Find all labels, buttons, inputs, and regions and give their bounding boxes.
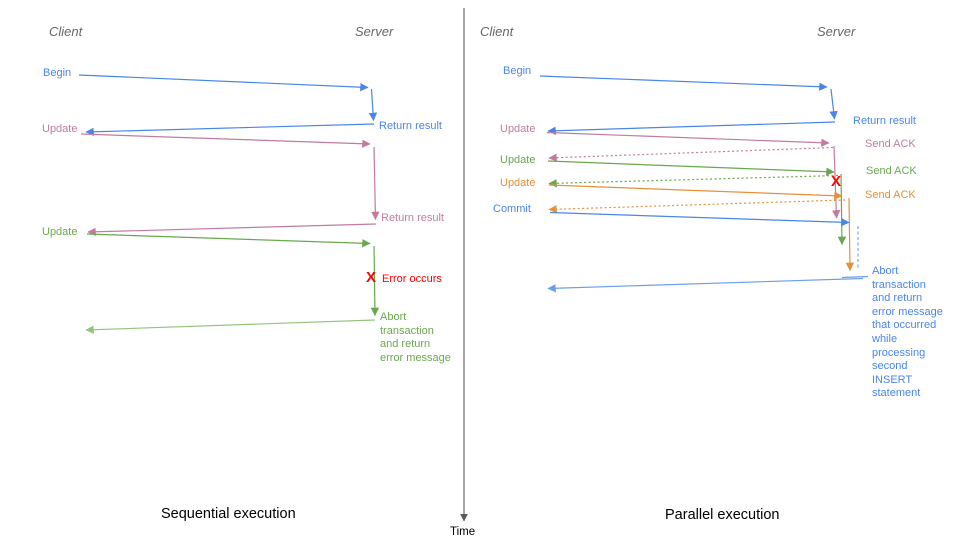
right-return-result-arrow	[547, 121, 836, 135]
right-error-x-icon: X	[831, 173, 842, 190]
right-update-3-request-arrow	[548, 184, 843, 200]
right-update-1-label: Update	[500, 123, 536, 135]
left-server-header: Server	[355, 24, 394, 39]
left-update-1-label: Update	[42, 123, 78, 135]
right-send-ack-2-label: Send ACK	[866, 165, 917, 177]
left-update-1-request-arrow	[80, 133, 371, 148]
left-return-result-2-arrow	[87, 223, 377, 236]
left-abort-label: Abort transaction and return error messa…	[380, 311, 451, 364]
time-axis-label: Time	[450, 526, 476, 538]
left-return-result-1-label: Return result	[379, 120, 442, 132]
right-client-header: Client	[480, 24, 514, 39]
right-begin-request-arrow	[539, 75, 828, 91]
left-begin-label: Begin	[43, 67, 72, 79]
left-update-1-processing-line	[371, 146, 380, 221]
left-panel-title: Sequential execution	[161, 506, 296, 522]
right-update-2-label: Update	[500, 154, 536, 166]
right-abort-baseline	[841, 275, 869, 279]
left-error-label: Error occurs	[382, 273, 442, 285]
right-abort-return-arrow	[547, 277, 864, 293]
left-begin-request-arrow	[78, 74, 369, 92]
left-return-result-2-label: Return result	[381, 212, 444, 224]
right-send-ack-2-arrow	[548, 174, 839, 188]
left-error-x-icon: X	[366, 269, 377, 286]
right-commit-request-arrow	[549, 211, 850, 227]
right-update-3-label: Update	[500, 177, 536, 189]
right-update-1-request-arrow	[546, 131, 830, 147]
right-panel-title: Parallel execution	[665, 507, 780, 523]
right-send-ack-3-label: Send ACK	[865, 189, 916, 201]
left-abort-return-arrow	[85, 319, 376, 334]
left-begin-processing-line	[368, 88, 378, 122]
right-begin-label: Begin	[503, 65, 532, 77]
right-abort-label: Abort transaction and return error messa…	[872, 265, 943, 400]
right-server-header: Server	[817, 24, 856, 39]
right-begin-processing-line	[829, 88, 838, 120]
right-send-ack-1-label: Send ACK	[865, 138, 916, 150]
right-update-3-processing-line	[845, 197, 855, 272]
right-send-ack-1-arrow	[548, 146, 834, 162]
right-update-1-processing-line	[832, 145, 841, 219]
left-update-2-processing-line	[370, 245, 380, 317]
left-update-2-label: Update	[42, 226, 78, 238]
left-client-header: Client	[49, 24, 83, 39]
right-send-ack-3-arrow	[548, 199, 846, 214]
right-return-result-label: Return result	[853, 115, 916, 127]
right-commit-label: Commit	[493, 203, 531, 215]
left-return-result-1-arrow	[85, 123, 375, 136]
right-update-2-processing-line	[837, 173, 847, 246]
left-update-2-request-arrow	[86, 233, 371, 248]
right-update-2-request-arrow	[547, 160, 835, 176]
